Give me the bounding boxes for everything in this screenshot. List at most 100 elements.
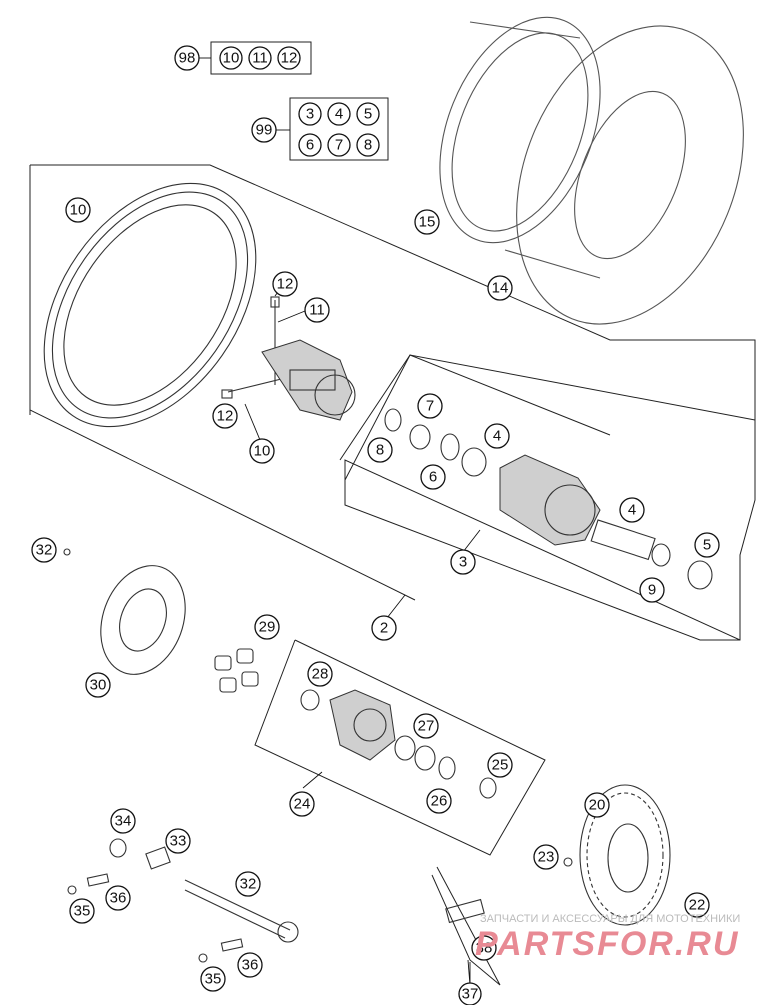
callout-34[interactable]: 34: [110, 808, 136, 834]
kit-item-11[interactable]: 11: [248, 46, 272, 70]
svg-text:5: 5: [703, 537, 711, 554]
svg-text:37: 37: [462, 986, 479, 1003]
svg-text:9: 9: [648, 582, 656, 599]
callout-24[interactable]: 25: [487, 752, 513, 778]
svg-text:12: 12: [281, 50, 298, 67]
svg-text:99: 99: [256, 122, 273, 139]
callout-11[interactable]: 11: [304, 297, 330, 323]
kit-box-99: 99 3 4 5 6 7 8: [251, 97, 389, 161]
callout-6[interactable]: 7: [417, 393, 443, 419]
hub-assembly: [384, 408, 713, 590]
callouts: 10 15 14 12 11 12 10 7 8 6 4 4 5 3 9 2 3…: [31, 197, 720, 1005]
callout-32[interactable]: 32: [235, 871, 261, 897]
kit-item-5[interactable]: 5: [356, 102, 380, 126]
callout-29[interactable]: 30: [85, 672, 111, 698]
callout-37[interactable]: 37: [458, 982, 482, 1005]
svg-text:4: 4: [493, 428, 501, 445]
callout-4b[interactable]: 5: [694, 532, 720, 558]
callout-2[interactable]: 3: [450, 549, 476, 575]
watermark-brand: PARTSFOR.RU: [475, 925, 739, 963]
callout-10[interactable]: 10: [249, 438, 275, 464]
axle-parts: [67, 838, 299, 963]
callout-21[interactable]: 22: [684, 892, 710, 918]
svg-text:6: 6: [306, 137, 314, 154]
callout-28[interactable]: 29: [254, 614, 280, 640]
callout-35a[interactable]: 35: [69, 898, 95, 924]
svg-text:24: 24: [294, 796, 311, 813]
svg-text:35: 35: [205, 971, 222, 988]
svg-text:10: 10: [70, 202, 87, 219]
svg-text:23: 23: [538, 849, 555, 866]
svg-text:7: 7: [426, 398, 434, 415]
tire-and-tube: [439, 16, 744, 325]
callout-9[interactable]: 10: [65, 197, 91, 223]
kit-item-12[interactable]: 12: [277, 46, 301, 70]
svg-text:38: 38: [476, 940, 493, 957]
kit-item-10[interactable]: 10: [219, 46, 243, 70]
callout-23[interactable]: 24: [289, 791, 315, 817]
kit-item-8[interactable]: 8: [356, 133, 380, 157]
callout-8[interactable]: 9: [639, 577, 665, 603]
watermark: ЗАПЧАСТИ И АКСЕССУАРЫ ДЛЯ МОТОТЕХНИКИ PA…: [475, 913, 740, 963]
svg-text:28: 28: [312, 666, 329, 683]
svg-text:2: 2: [380, 620, 388, 637]
callout-35b[interactable]: 35: [200, 966, 226, 992]
watermark-caption: ЗАПЧАСТИ И АКСЕССУАРЫ ДЛЯ МОТОТЕХНИКИ: [480, 913, 740, 925]
callout-27[interactable]: 28: [307, 661, 333, 687]
svg-text:98: 98: [179, 50, 196, 67]
svg-text:15: 15: [419, 214, 436, 231]
leader-lines: [244, 284, 481, 985]
callout-5[interactable]: 6: [420, 464, 446, 490]
callout-3[interactable]: 4: [619, 497, 645, 523]
sprocket-carrier-frame: [254, 639, 546, 856]
kit-item-6[interactable]: 6: [298, 133, 322, 157]
callout-30[interactable]: 32: [31, 537, 57, 563]
wheel-rim: [43, 182, 257, 428]
svg-text:22: 22: [689, 897, 706, 914]
svg-text:36: 36: [242, 957, 259, 974]
kit-box-98: 98 10 11 12: [174, 41, 312, 75]
callout-4a[interactable]: 4: [484, 423, 510, 449]
callout-25[interactable]: 26: [426, 788, 452, 814]
svg-text:12: 12: [277, 276, 294, 293]
svg-text:27: 27: [418, 718, 435, 735]
svg-text:12: 12: [217, 408, 234, 425]
kit-item-7[interactable]: 7: [327, 133, 351, 157]
callout-15[interactable]: 15: [414, 209, 440, 235]
callout-36b[interactable]: 36: [237, 952, 263, 978]
callout-12b[interactable]: 12: [212, 403, 238, 429]
svg-text:14: 14: [492, 280, 509, 297]
callout-33[interactable]: 33: [165, 828, 191, 854]
callout-99[interactable]: 99: [251, 117, 277, 143]
callout-7[interactable]: 8: [367, 437, 393, 463]
kit-item-3[interactable]: 3: [298, 102, 322, 126]
svg-text:32: 32: [240, 876, 257, 893]
svg-text:33: 33: [170, 833, 187, 850]
callout-1[interactable]: 2: [371, 615, 397, 641]
svg-text:3: 3: [306, 106, 314, 123]
kit-item-4[interactable]: 4: [327, 102, 351, 126]
callout-36a[interactable]: 36: [105, 885, 131, 911]
svg-text:25: 25: [492, 757, 509, 774]
callout-98[interactable]: 98: [174, 45, 200, 71]
callout-20[interactable]: 20: [584, 792, 610, 818]
svg-text:5: 5: [364, 106, 372, 123]
svg-text:26: 26: [431, 793, 448, 810]
svg-text:11: 11: [309, 302, 325, 319]
cush-drive-dampers: [214, 648, 259, 693]
callout-26[interactable]: 27: [413, 713, 439, 739]
callout-12a[interactable]: 12: [272, 271, 298, 297]
brake-disc: [63, 548, 186, 675]
svg-text:11: 11: [252, 50, 268, 67]
svg-text:29: 29: [259, 619, 276, 636]
callout-38[interactable]: 38: [471, 935, 497, 961]
svg-text:20: 20: [589, 797, 606, 814]
callout-14[interactable]: 14: [487, 275, 513, 301]
svg-text:7: 7: [335, 137, 343, 154]
svg-text:6: 6: [429, 469, 437, 486]
svg-text:32: 32: [36, 542, 53, 559]
callout-22[interactable]: 23: [533, 844, 559, 870]
svg-text:36: 36: [110, 890, 127, 907]
svg-text:8: 8: [364, 137, 372, 154]
